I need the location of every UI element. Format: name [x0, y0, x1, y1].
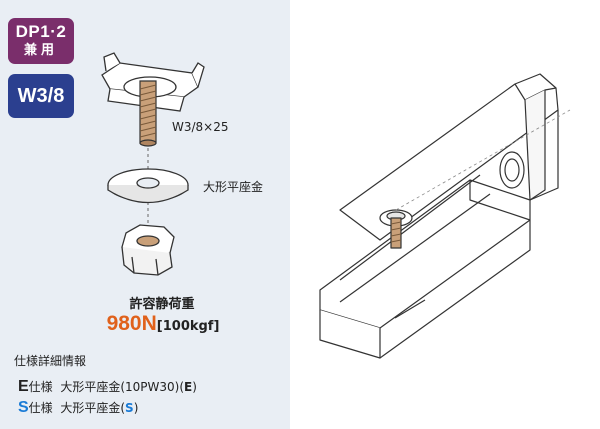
spec-code-open: (	[120, 401, 126, 415]
spec-code-open: (	[179, 380, 185, 394]
parts-illustration	[101, 52, 205, 276]
bolt-size-label: W3/8×25	[172, 120, 229, 134]
spec-title: 仕様詳細情報	[14, 354, 87, 368]
spec-code-close: )	[133, 401, 139, 415]
spec-code-e: E	[184, 380, 193, 394]
dp-compat-badge: DP1·2 兼用	[8, 18, 74, 64]
spec-suffix: 仕様	[28, 401, 53, 415]
rail-assembly-illustration	[319, 73, 571, 359]
spec-row-e: E仕様 大形平座金(10PW30)(E)	[18, 378, 197, 396]
load-title: 許容静荷重	[129, 297, 195, 312]
spec-code-close: )	[192, 380, 197, 394]
washer-label: 大形平座金	[203, 180, 264, 194]
size-badge: W3/8	[8, 74, 74, 118]
spec-row-s: S仕様 大形平座金(S)	[18, 399, 138, 417]
spec-suffix: 仕様	[28, 380, 53, 394]
dp-badge-line1: DP1·2	[15, 22, 67, 41]
washer-icon	[107, 168, 189, 204]
spec-name: 大形平座金(10PW30)	[60, 380, 180, 394]
spec-name: 大形平座金	[60, 401, 121, 415]
load-unit: [100kgf]	[156, 319, 220, 334]
hex-nut-icon	[121, 224, 175, 276]
load-value-row: 980N[100kgf]	[88, 312, 238, 336]
bolt-icon	[139, 80, 157, 147]
load-value: 980N	[106, 312, 157, 335]
spec-code-s: S	[125, 401, 134, 415]
spec-letter-s: S	[18, 399, 29, 416]
dp-badge-line2: 兼用	[23, 42, 58, 57]
spec-letter-e: E	[18, 378, 29, 395]
rail-nut-icon	[379, 209, 413, 249]
